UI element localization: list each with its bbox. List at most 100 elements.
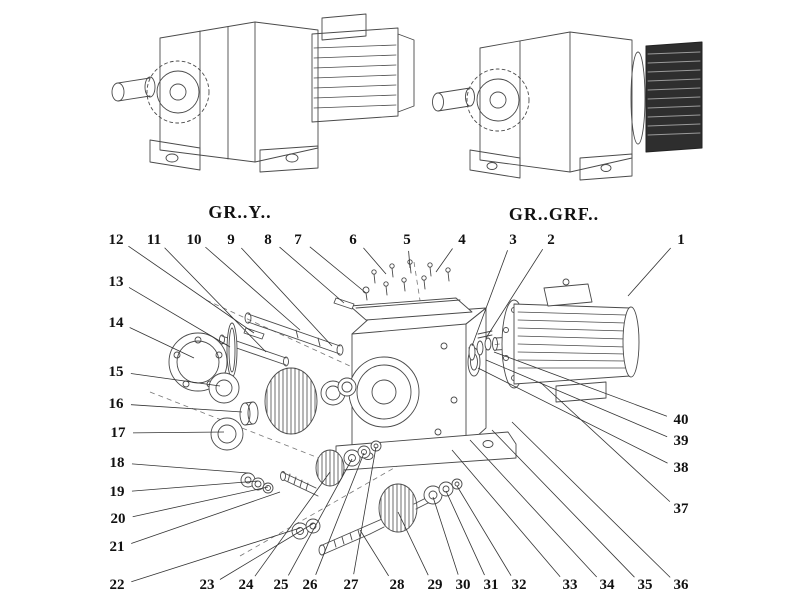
leader-line-19	[131, 480, 259, 492]
leader-line-34	[469, 439, 597, 578]
part-number-13: 13	[109, 274, 124, 290]
part-number-8: 8	[264, 232, 272, 248]
large-gear-ribs	[266, 367, 316, 435]
part-number-31: 31	[484, 577, 499, 593]
leader-line-40	[493, 351, 668, 417]
model-label-gr-grf: GR..GRF..	[509, 204, 599, 224]
part-number-23: 23	[200, 577, 215, 593]
leader-line-11	[164, 247, 267, 353]
part-number-4: 4	[458, 232, 466, 248]
part-number-6: 6	[349, 232, 357, 248]
leader-line-5	[408, 250, 411, 269]
part-number-33: 33	[563, 577, 578, 593]
part-number-16: 16	[109, 396, 125, 412]
leader-line-35	[491, 429, 635, 578]
part-number-5: 5	[403, 232, 411, 248]
part-number-15: 15	[109, 364, 124, 380]
leader-line-4	[435, 248, 453, 273]
motor-fins-left	[313, 44, 397, 109]
leader-line-28	[359, 529, 389, 577]
part-number-7: 7	[294, 232, 302, 248]
part-number-38: 38	[674, 460, 689, 476]
exploded-input-shafts	[219, 297, 355, 367]
exploded-cover-and-screws	[349, 259, 473, 321]
leader-line-36	[511, 421, 671, 578]
part-number-22: 22	[110, 577, 125, 593]
leader-line-2	[485, 248, 544, 339]
leader-line-38	[477, 367, 668, 464]
model-label-gr-y: GR..Y..	[208, 202, 271, 222]
part-number-19: 19	[110, 484, 125, 500]
part-number-11: 11	[147, 232, 161, 248]
part-number-32: 32	[512, 577, 527, 593]
part-number-17: 17	[111, 425, 127, 441]
cover-screws	[362, 259, 451, 301]
exploded-motor-fins	[517, 311, 627, 369]
leader-line-23	[219, 522, 315, 580]
leader-line-33	[451, 449, 561, 577]
leader-line-3	[471, 250, 508, 347]
part-number-25: 25	[274, 577, 289, 593]
ribbed-cover-lines	[647, 51, 701, 136]
exploded-large-gear	[264, 367, 357, 435]
leader-line-25	[288, 458, 353, 576]
assembled-gearmotor-right-drawing	[432, 31, 703, 181]
part-number-37: 37	[674, 501, 690, 517]
leader-line-17	[132, 431, 225, 434]
leader-line-37	[539, 381, 671, 502]
leader-line-30	[432, 496, 459, 575]
part-number-2: 2	[547, 232, 555, 248]
leader-line-24	[254, 471, 331, 577]
leader-line-8	[279, 246, 345, 304]
part-number-35: 35	[638, 577, 653, 593]
leader-line-26	[315, 452, 365, 575]
leader-line-27	[353, 446, 377, 575]
exploded-input-side-parts	[468, 330, 493, 361]
leader-line-29	[397, 511, 429, 576]
leader-line-31	[445, 490, 485, 576]
leader-line-32	[456, 485, 512, 576]
part-number-26: 26	[303, 577, 319, 593]
part-number-9: 9	[227, 232, 235, 248]
part-number-28: 28	[390, 577, 405, 593]
part-number-12: 12	[109, 232, 124, 248]
leader-line-21	[131, 491, 281, 544]
assembled-gearmotor-left-drawing	[111, 13, 415, 173]
exploded-intermediate-parts	[240, 440, 382, 497]
leader-line-9	[241, 247, 333, 347]
part-number-30: 30	[456, 577, 471, 593]
part-number-10: 10	[187, 232, 202, 248]
leader-line-20	[132, 486, 269, 518]
exploded-motor	[492, 278, 640, 403]
leader-line-7	[309, 246, 367, 294]
leader-line-22	[131, 527, 301, 583]
exploded-cover-bearings-seals	[168, 322, 259, 451]
part-number-24: 24	[239, 577, 255, 593]
part-number-21: 21	[110, 539, 125, 555]
leader-line-13	[128, 287, 231, 348]
part-number-1: 1	[677, 232, 685, 248]
part-number-29: 29	[428, 577, 443, 593]
leader-line-1	[627, 247, 671, 297]
leader-line-15	[130, 373, 221, 387]
part-number-36: 36	[674, 577, 690, 593]
small-gear-ribs	[317, 449, 343, 487]
part-number-27: 27	[344, 577, 360, 593]
leader-line-14	[129, 327, 195, 359]
leader-line-10	[205, 246, 301, 331]
part-number-39: 39	[674, 433, 689, 449]
part-number-40: 40	[674, 412, 689, 428]
leader-line-39	[485, 359, 668, 438]
exploded-output-shaft-assembly	[291, 478, 463, 556]
part-number-18: 18	[110, 455, 125, 471]
output-gear-ribs	[380, 483, 414, 533]
part-number-14: 14	[109, 315, 125, 331]
part-number-3: 3	[509, 232, 517, 248]
part-number-20: 20	[111, 511, 126, 527]
leader-line-18	[131, 463, 249, 474]
leader-line-6	[363, 247, 387, 275]
part-number-34: 34	[600, 577, 616, 593]
